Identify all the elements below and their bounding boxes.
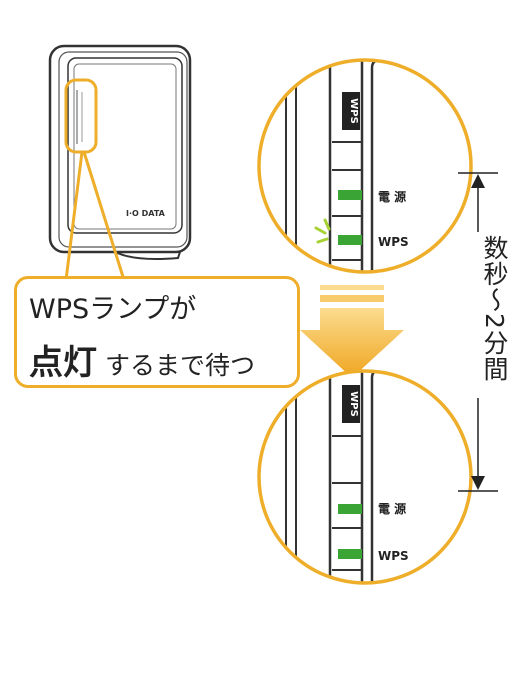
power-led-top [338, 190, 362, 200]
pointer-line-right [82, 151, 126, 281]
callout-bold-text: 点灯 [29, 343, 97, 383]
wps-button-label-top: WPS [348, 98, 359, 124]
power-led-bottom [338, 504, 362, 514]
wps-led-bottom [338, 549, 362, 559]
wps-led-label-top: WPS [378, 235, 409, 249]
callout-line2: 点灯するまで待つ [29, 335, 255, 384]
duration-label: 数秒～2分間 [480, 235, 509, 382]
callout-line1: WPSランプが [29, 294, 197, 325]
wps-button-bottom [342, 385, 360, 423]
callout-rest-text: するまで待つ [105, 351, 256, 380]
power-led-label-top: 電 源 [378, 189, 406, 204]
wps-led-top [338, 235, 362, 245]
wps-button-label-bottom: WPS [348, 391, 359, 417]
instruction-callout: WPSランプが 点灯するまで待つ [14, 276, 300, 388]
down-arrow-icon [300, 285, 404, 378]
brand-logo: I·O DATA [126, 209, 166, 218]
blink-rays-icon [314, 218, 331, 244]
dimension-arrow-icon [458, 172, 498, 492]
wps-led-label-bottom: WPS [378, 549, 409, 563]
router-device: I·O DATA [48, 44, 192, 260]
wps-button-top [342, 92, 360, 130]
pointer-line-left [64, 151, 84, 281]
zoom-circle-top: WPS 電 源 WPS [257, 58, 473, 274]
zoom-circle-bottom: WPS 電 源 WPS [257, 369, 473, 585]
power-led-label-bottom: 電 源 [378, 501, 406, 516]
